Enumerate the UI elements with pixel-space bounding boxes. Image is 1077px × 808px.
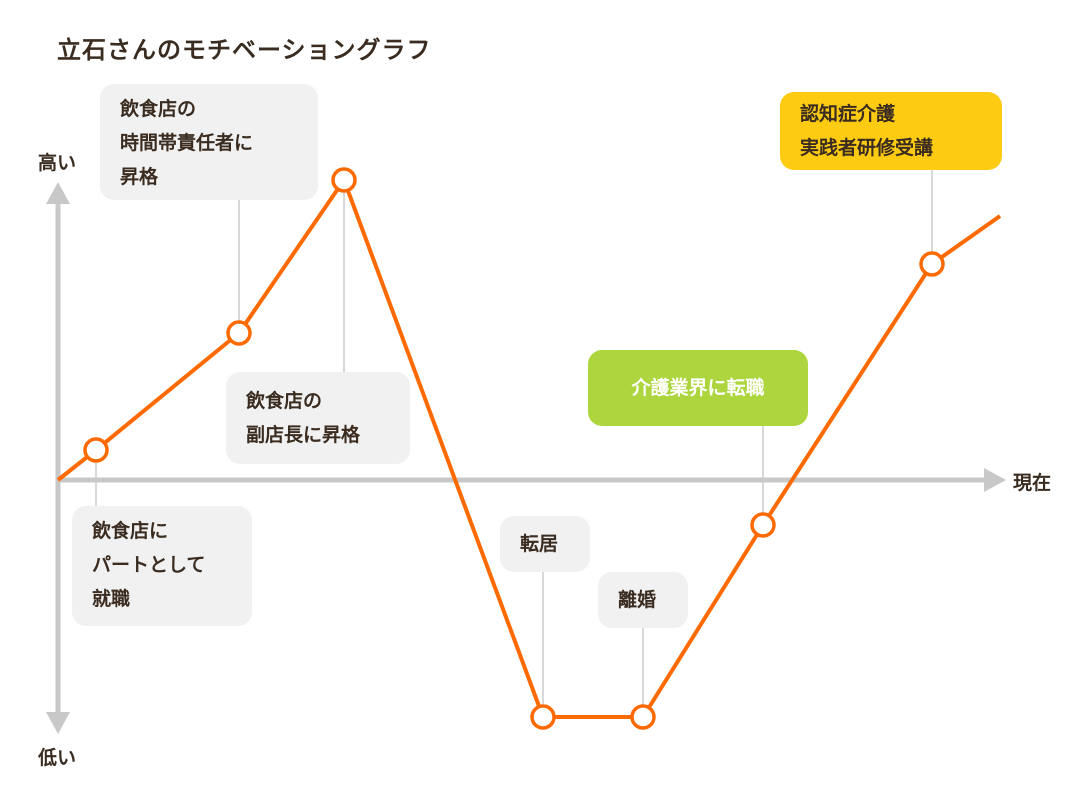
annotation-box: 飲食店にパートとして就職 xyxy=(72,506,252,626)
data-point xyxy=(530,704,556,730)
data-point xyxy=(919,251,945,277)
annotation-text: 時間帯責任者に xyxy=(120,132,254,154)
annotation-box: 離婚 xyxy=(598,572,688,628)
data-point xyxy=(630,704,656,730)
data-point xyxy=(83,437,109,463)
y-axis-high-label: 高い xyxy=(38,152,77,174)
annotation-text: 転居 xyxy=(520,533,559,555)
annotation-box: 介護業界に転職 xyxy=(588,350,808,426)
x-axis-label: 現在 xyxy=(1013,472,1052,494)
annotation-text: 飲食店に xyxy=(92,520,169,542)
data-point xyxy=(226,320,252,346)
annotation-text: パートとして xyxy=(92,554,206,576)
annotation-text: 離婚 xyxy=(618,589,657,611)
data-point xyxy=(750,512,776,538)
annotation-text: 認知症介護 xyxy=(800,103,896,125)
annotation-box: 転居 xyxy=(500,516,590,572)
series-line xyxy=(56,178,1002,719)
y-axis-down-arrow xyxy=(46,712,70,734)
annotation-box: 飲食店の時間帯責任者に昇格 xyxy=(100,84,318,200)
annotation-text: 実践者研修受講 xyxy=(800,137,934,159)
y-axis-up-arrow xyxy=(46,182,70,204)
annotation-text: 飲食店の xyxy=(120,98,197,120)
annotation-text: 就職 xyxy=(92,588,131,610)
annotation-box: 認知症介護実践者研修受講 xyxy=(780,92,1002,170)
x-axis-arrow xyxy=(984,468,1006,492)
chart-title: 立石さんのモチベーショングラフ xyxy=(57,36,432,64)
annotation-text: 昇格 xyxy=(120,166,159,188)
data-point xyxy=(331,167,357,193)
annotation-text: 飲食店の xyxy=(246,390,323,412)
y-axis-low-label: 低い xyxy=(38,747,77,769)
annotation-box: 飲食店の副店長に昇格 xyxy=(226,372,410,464)
annotation-text: 副店長に昇格 xyxy=(246,424,361,446)
annotation-text: 介護業界に転職 xyxy=(631,377,765,399)
